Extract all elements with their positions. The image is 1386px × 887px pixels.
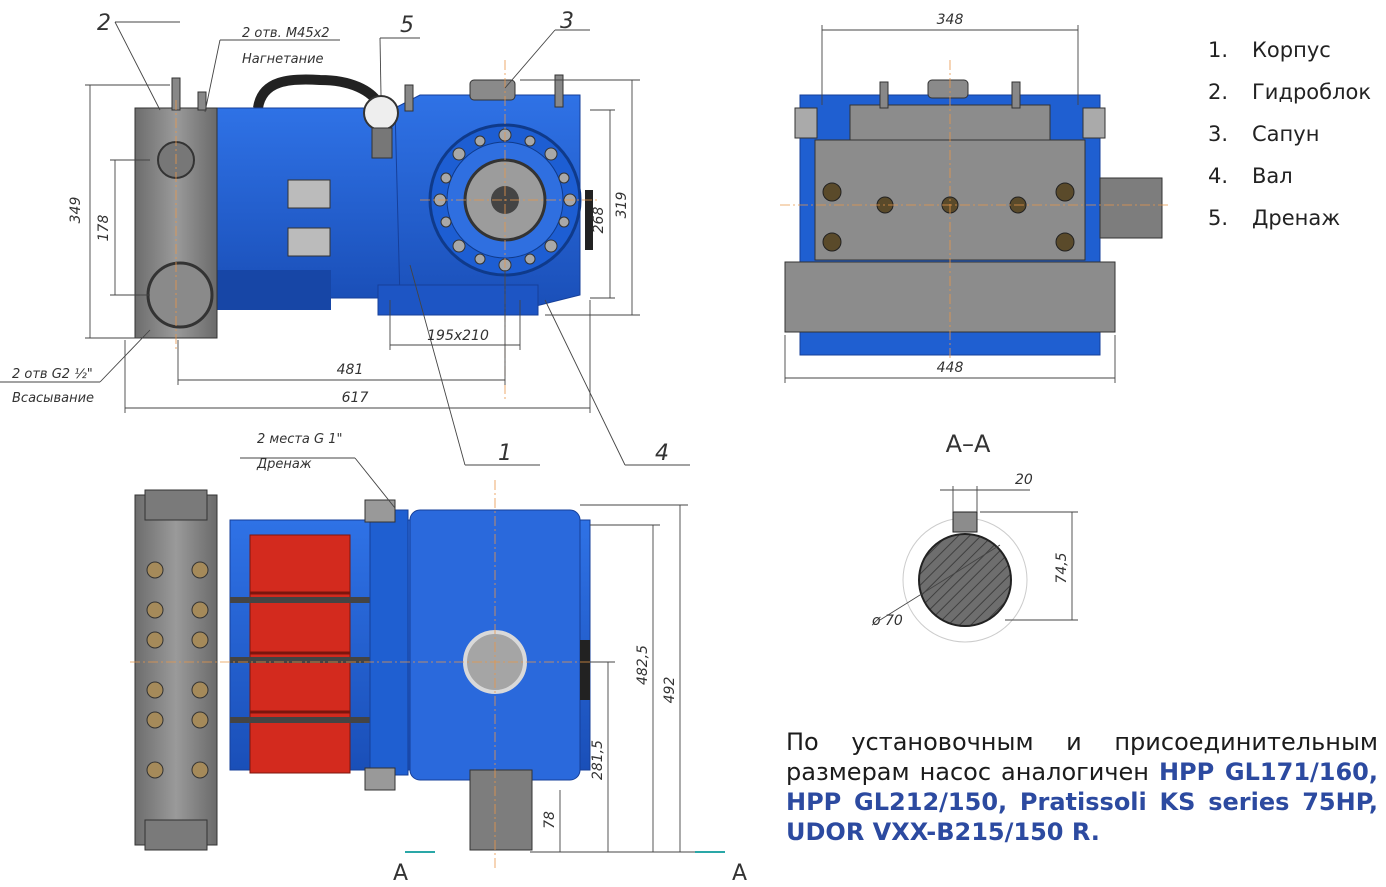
legend-item: 2.Гидроблок [1208, 80, 1372, 104]
dim-block-height: 178 [96, 215, 112, 242]
shaft-section [918, 533, 1012, 627]
dim-bottom-width: 482,5 [635, 645, 651, 685]
compatibility-note: По установочным и присоединительным разм… [786, 727, 1378, 847]
legend-label: Корпус [1252, 38, 1331, 62]
dim-shaft-key: 74,5 [1054, 552, 1070, 583]
dim-shaft-axis: 281,5 [590, 740, 606, 780]
dim-side-width: 348 [937, 12, 964, 28]
note-suction: Всасывание [12, 391, 94, 406]
dim-shaft-dia: ø 70 [871, 613, 903, 629]
note-drain: Дренаж [256, 457, 312, 472]
dim-top-height: 319 [614, 192, 630, 219]
section-title: А–А [946, 430, 991, 458]
section-arrow-right: А [732, 861, 747, 886]
sight-glass-2 [287, 227, 331, 257]
sight-glass-1 [287, 179, 331, 209]
dim-front-height: 349 [68, 197, 84, 224]
legend-label: Сапун [1252, 122, 1320, 146]
drain-hose [253, 74, 385, 110]
breather-cap [469, 79, 516, 101]
legend-item: 1.Корпус [1208, 38, 1331, 62]
legend-label: Дренаж [1252, 206, 1341, 230]
dim-total-length: 617 [342, 390, 369, 406]
front-foot [377, 284, 539, 316]
side-shaft [1099, 177, 1163, 239]
side-view [780, 25, 1170, 383]
parts-legend: 1.Корпус 2.Гидроблок 3.Сапун 4.Вал 5.Дре… [1208, 34, 1371, 244]
dim-bottom-total: 492 [662, 677, 678, 704]
note-drain-thread: 2 места G 1" [257, 432, 342, 447]
key [952, 511, 978, 533]
legend-item: 3.Сапун [1208, 122, 1320, 146]
drain-gauge [363, 95, 399, 131]
front-dimension-lines [0, 21, 690, 466]
shaft-stub-front [585, 190, 593, 250]
section-arrow-left: А [393, 861, 408, 886]
front-base [216, 270, 331, 310]
note-discharge: Нагнетание [242, 52, 324, 67]
plan-bolts [146, 561, 209, 779]
legend-label: Гидроблок [1252, 80, 1372, 104]
bottom-view [130, 457, 725, 870]
hydro-block-plan [134, 494, 218, 846]
compat-text: По установочным и присоединительным разм… [786, 728, 1378, 786]
dim-foot-span: 195x210 [427, 328, 489, 344]
legend-item: 4.Вал [1208, 164, 1293, 188]
callout-4: 4 [655, 441, 669, 466]
plan-dimension-lines [240, 457, 700, 853]
dim-shaft-len: 78 [542, 811, 558, 829]
dim-mid-length: 481 [337, 362, 364, 378]
dim-key-width: 20 [1015, 472, 1033, 488]
callout-1: 1 [498, 441, 512, 466]
dim-base-width: 448 [937, 360, 964, 376]
legend-label: Вал [1252, 164, 1293, 188]
front-view [0, 21, 690, 466]
section-aa [879, 486, 1078, 643]
callout-3: 3 [560, 9, 574, 34]
suction-port [146, 261, 214, 329]
callout-2: 2 [97, 11, 111, 36]
note-suction-thread: 2 отв G2 ½" [12, 367, 93, 382]
dim-housing-height: 268 [591, 207, 607, 234]
compat-models: HPP GL171/160, HPP GL212/150, Pratissoli… [786, 758, 1378, 846]
plan-shaft [469, 769, 533, 851]
callout-5: 5 [400, 13, 414, 38]
note-discharge-thread: 2 отв. М45х2 [242, 26, 330, 41]
side-dimension-lines [784, 25, 1116, 383]
legend-item: 5.Дренаж [1208, 206, 1341, 230]
